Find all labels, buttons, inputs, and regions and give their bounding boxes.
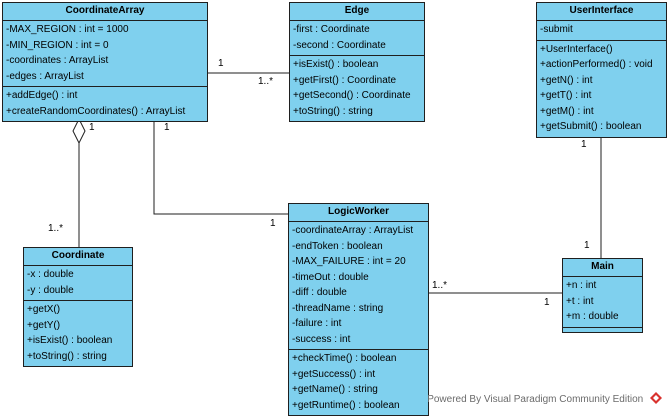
attributes-compartment: -first : Coordinate -second : Coordinate [290,21,424,56]
attribute: -failure : int [292,318,342,329]
attribute: -coordinateArray : ArrayList [292,225,414,236]
attributes-compartment: -MAX_REGION : int = 1000 -MIN_REGION : i… [3,21,207,87]
operations-compartment: +getX() +getY() +isExist() : boolean +to… [24,301,132,366]
class-name: Main [563,259,642,277]
class-main[interactable]: Main +n : int +t : int +m : double [562,258,643,333]
operation: +getY() [27,319,61,331]
operation: +UserInterface() [540,43,613,55]
attribute: +n : int [566,280,597,291]
attribute: -timeOut : double [292,271,369,283]
attribute: -MAX_FAILURE : int = 20 [292,256,406,267]
class-name: CoordinateArray [3,3,207,21]
attributes-compartment: -coordinateArray : ArrayList -endToken :… [289,222,428,350]
multiplicity-label: 1..* [258,76,274,87]
operation: +addEdge() : int [6,90,78,101]
operations-compartment: +isExist() : boolean +getFirst() : Coord… [290,56,424,121]
attributes-compartment: -x : double -y : double [24,266,132,301]
multiplicity-label: 1 [218,58,224,69]
operation: +checkTime() : boolean [292,353,397,364]
operation: +getM() : int [540,105,594,117]
class-coordinate[interactable]: Coordinate -x : double -y : double +getX… [23,247,133,367]
operation: +createRandomCoordinates() : ArrayList [6,105,186,117]
class-userinterface[interactable]: UserInterface -submit +UserInterface() +… [536,2,667,138]
multiplicity-label: 1..* [432,280,448,291]
footer-text: Powered By Visual Paradigm Community Edi… [427,394,644,406]
operation: +getSubmit() : boolean [540,121,642,132]
operation: +isExist() : boolean [27,335,113,346]
operation: +getT() : int [540,90,592,101]
class-edge[interactable]: Edge -first : Coordinate -second : Coord… [289,2,425,122]
multiplicity-label: 1 [164,122,170,133]
attribute: -MIN_REGION : int = 0 [6,39,109,51]
aggregation-diamond [72,117,86,145]
class-coordinatearray[interactable]: CoordinateArray -MAX_REGION : int = 1000… [2,2,208,122]
powered-by-footer: Powered By Visual Paradigm Community Edi… [427,391,663,408]
attributes-compartment: -submit [537,21,666,41]
attribute: -diff : double [292,287,347,298]
operation: +actionPerformed() : void [540,59,653,70]
attribute: -x : double [27,269,74,280]
class-logicworker[interactable]: LogicWorker -coordinateArray : ArrayList… [288,203,429,416]
class-name: UserInterface [537,3,666,21]
class-name: Edge [290,3,424,21]
operation: +isExist() : boolean [293,59,379,70]
attribute: -first : Coordinate [293,24,370,35]
operations-compartment: +checkTime() : boolean +getSuccess() : i… [289,350,428,415]
operations-compartment [563,328,642,332]
attributes-compartment: +n : int +t : int +m : double [563,277,642,328]
operations-compartment: +addEdge() : int +createRandomCoordinate… [3,87,207,121]
operation: +getN() : int [540,74,593,86]
operation: +getX() [27,304,61,315]
multiplicity-label: 1 [581,139,587,150]
attribute: -endToken : boolean [292,240,383,252]
attribute: -submit [540,24,573,35]
attribute: -y : double [27,284,74,296]
operations-compartment: +UserInterface() +actionPerformed() : vo… [537,41,666,137]
attribute: -threadName : string [292,302,384,314]
operation: +getRuntime() : boolean [292,399,400,411]
attribute: -MAX_REGION : int = 1000 [6,24,129,35]
operation: +getName() : string [292,384,378,395]
attribute: -success : int [292,333,351,345]
multiplicity-label: 1 [544,297,550,308]
attribute: -coordinates : ArrayList [6,55,109,66]
visual-paradigm-logo-icon [649,391,663,408]
multiplicity-label: 1 [584,240,590,251]
attribute: -second : Coordinate [293,39,386,51]
operation: +getSuccess() : int [292,368,376,380]
class-name: LogicWorker [289,204,428,222]
operation: +toString() : string [27,350,107,362]
multiplicity-label: 1 [270,218,276,229]
attribute: -edges : ArrayList [6,70,84,82]
operation: +toString() : string [293,105,373,117]
class-name: Coordinate [24,248,132,266]
multiplicity-label: 1..* [48,223,64,234]
attribute: +t : int [566,295,594,307]
operation: +getSecond() : Coordinate [293,90,411,101]
association-coordinatearray-logicworker [153,119,288,215]
attribute: +m : double [566,311,619,322]
operation: +getFirst() : Coordinate [293,74,397,86]
multiplicity-label: 1 [89,122,95,133]
